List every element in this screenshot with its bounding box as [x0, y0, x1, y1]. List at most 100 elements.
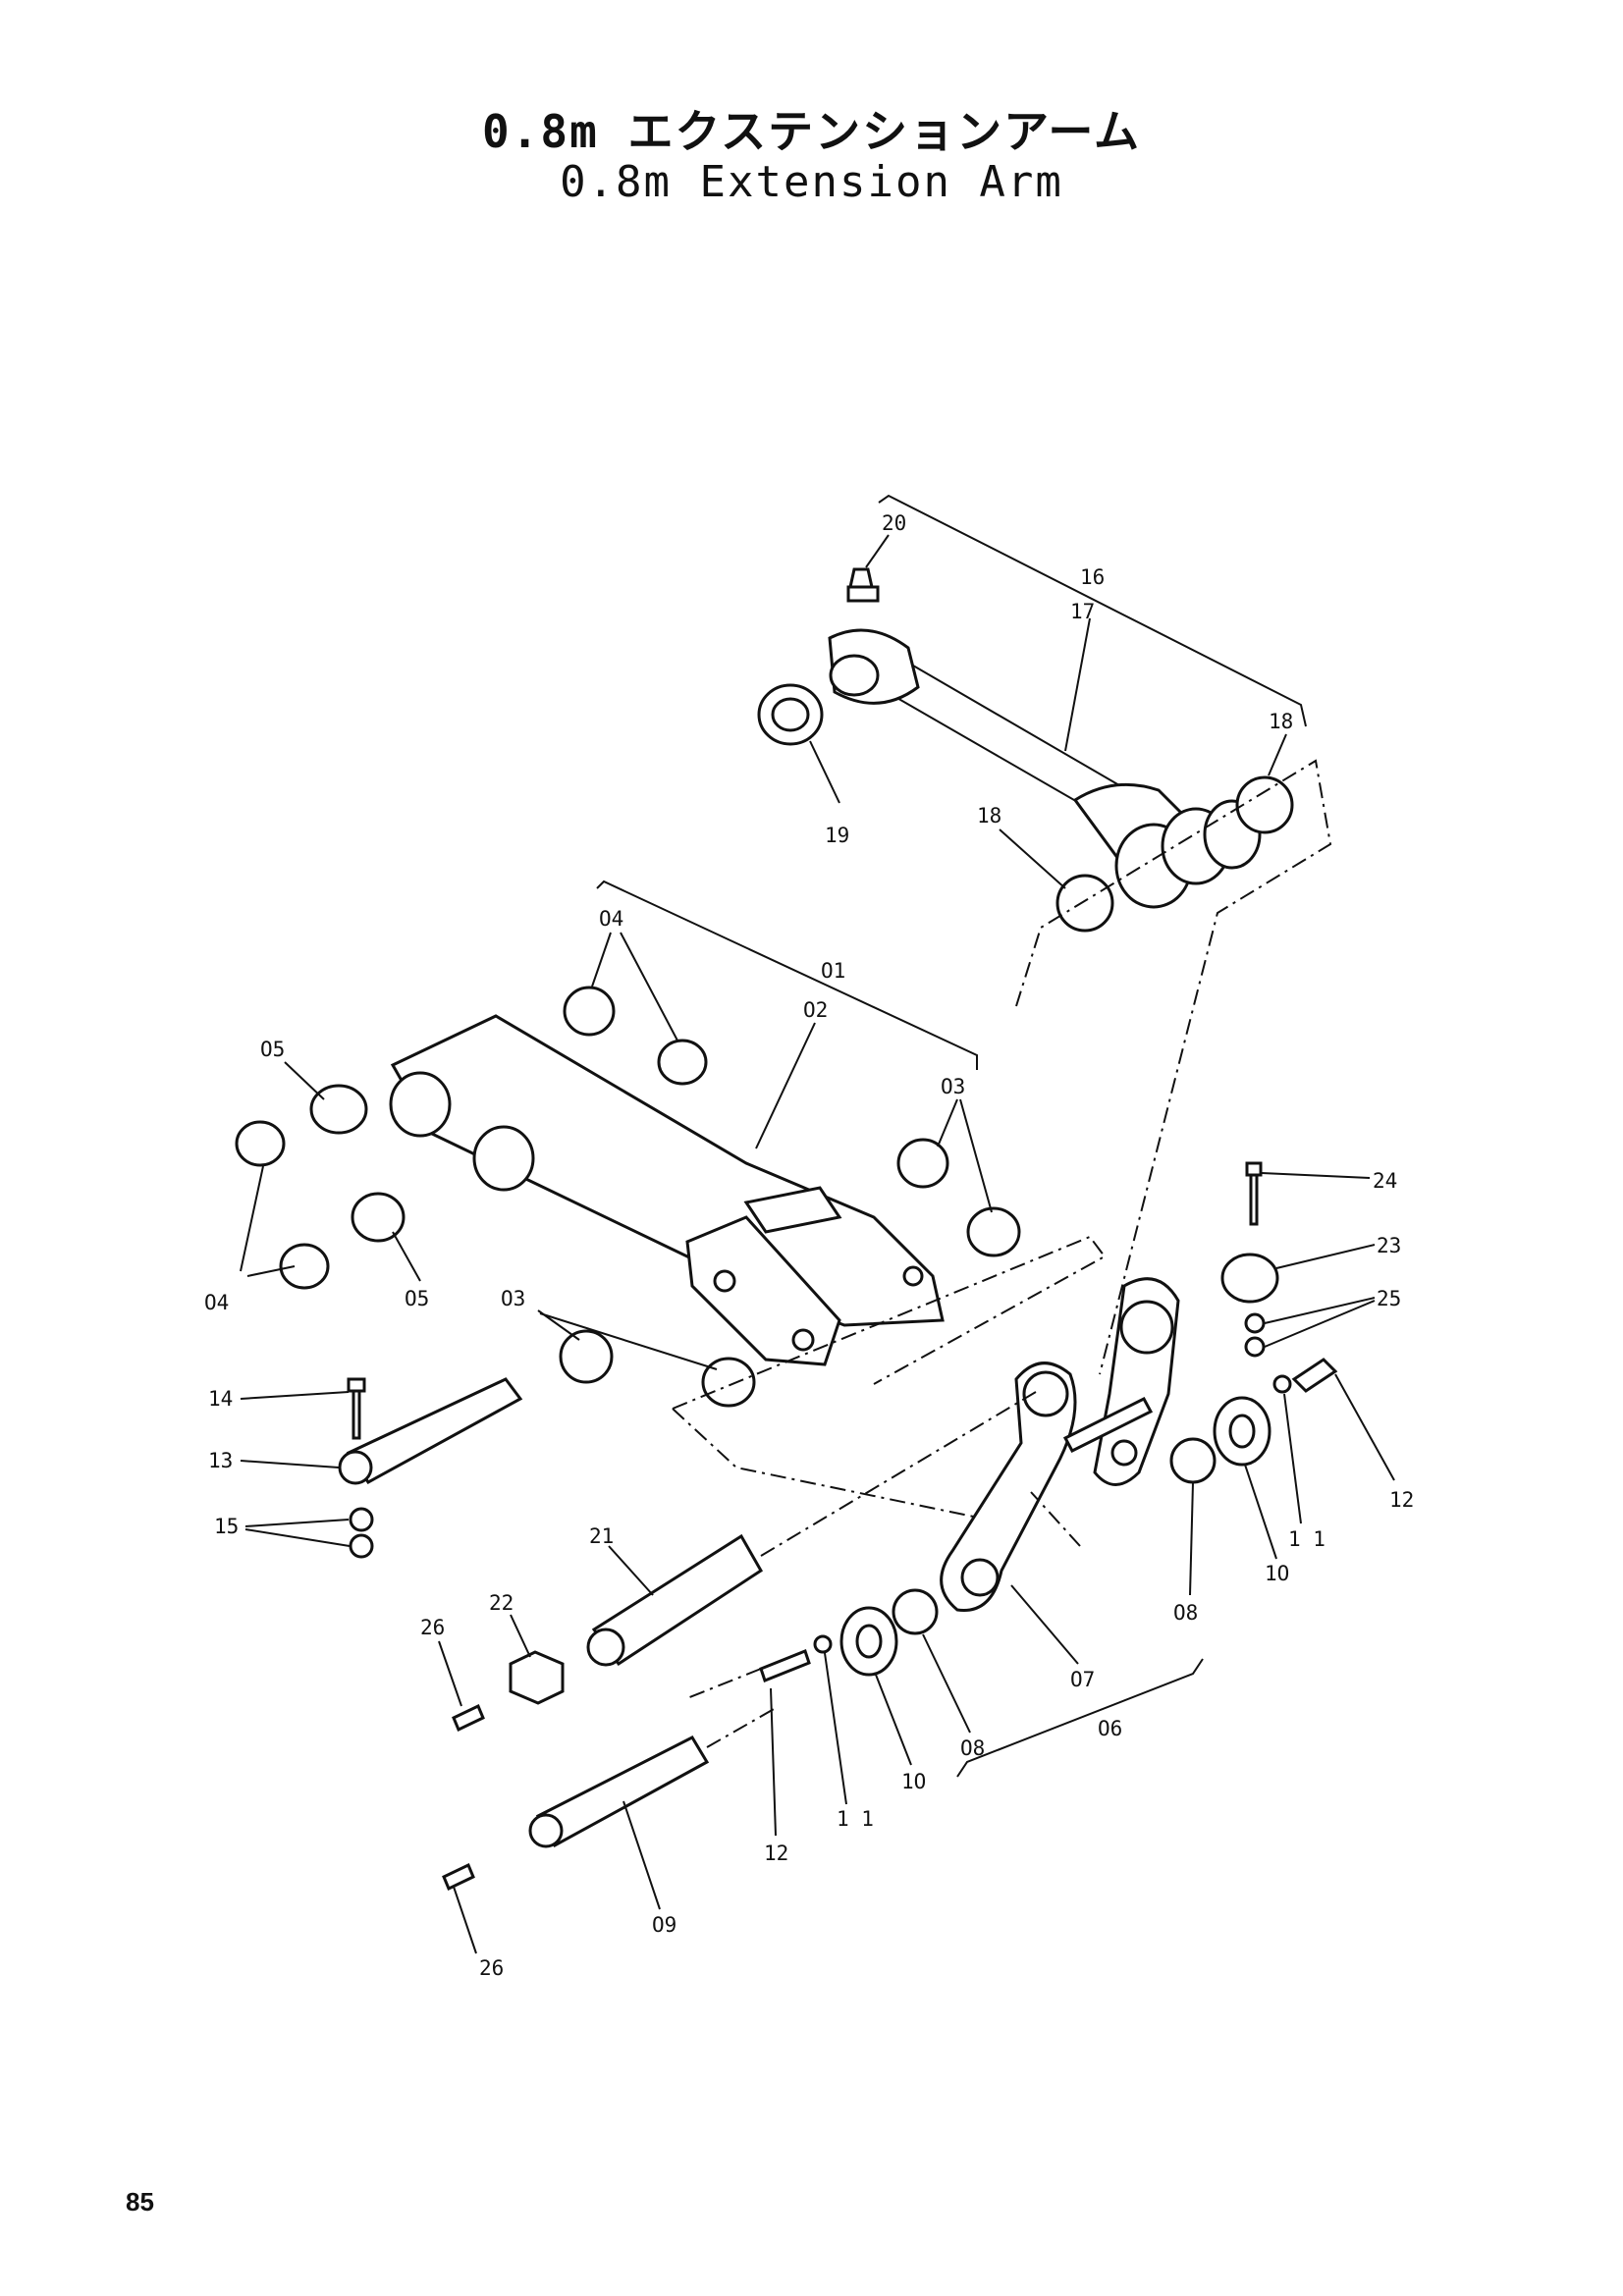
arm-pad	[743, 1186, 842, 1234]
callout-18-right: 18	[1269, 710, 1293, 733]
leader-25-a	[1264, 1297, 1376, 1324]
link-plate-right-eye	[1119, 1300, 1174, 1355]
callout-01: O1	[821, 959, 845, 983]
leader-02	[755, 1022, 816, 1149]
callout-08-right: O8	[1173, 1601, 1198, 1625]
leader-18-right	[1268, 733, 1287, 776]
rod-17	[894, 665, 1120, 816]
bushing-03-left-b	[701, 1357, 756, 1408]
callout-16: 16	[1080, 565, 1105, 589]
leader-17	[1064, 617, 1091, 752]
leader-09	[622, 1800, 661, 1910]
callout-03-right: O3	[941, 1075, 965, 1098]
callout-11-left: 1 1	[837, 1807, 874, 1831]
bushing-04-left-lower	[279, 1243, 330, 1290]
callout-17: 17	[1070, 600, 1095, 623]
bushing-04-top-a	[563, 986, 616, 1037]
grease-fitting-20	[846, 567, 880, 603]
callout-23: 23	[1377, 1234, 1401, 1257]
leader-08-left	[922, 1633, 971, 1734]
centerline-pins	[706, 1388, 1042, 1748]
leader-11-right	[1283, 1393, 1302, 1524]
nut-15-lower	[349, 1533, 374, 1559]
bushing-05-upper	[309, 1084, 368, 1135]
link-07	[940, 1362, 1077, 1612]
arm-plate	[685, 1215, 841, 1366]
arm-boss-middle	[472, 1125, 535, 1192]
title-japanese: 0.8m エクステンションアーム	[482, 105, 1141, 158]
washer-11-right	[1272, 1374, 1292, 1394]
pin-09	[535, 1735, 710, 1848]
nut-22	[509, 1650, 565, 1705]
pins-and-fittings	[442, 1388, 1042, 1892]
leader-03-right-a	[937, 1098, 958, 1148]
leader-24	[1261, 1172, 1371, 1179]
bushing-03-right-a	[896, 1138, 949, 1189]
title-english: 0.8m Extension Arm	[560, 157, 1063, 207]
callout-02: O2	[803, 998, 828, 1022]
leader-20	[865, 534, 890, 568]
bushing-04-left-upper	[235, 1120, 286, 1167]
callout-25: 25	[1377, 1287, 1401, 1310]
leader-13	[240, 1460, 340, 1468]
bolt-12-left	[759, 1649, 811, 1682]
arm-hole-b	[791, 1328, 815, 1352]
leader-lines	[240, 534, 1395, 1954]
centerline-link	[686, 1491, 1081, 1699]
nut-25-upper	[1244, 1312, 1266, 1334]
washer-11-left	[813, 1634, 833, 1654]
callout-03-left: O3	[501, 1287, 525, 1310]
callout-21: 21	[589, 1524, 614, 1548]
link-07-eye-bottom	[960, 1558, 1000, 1597]
pin-21-end	[586, 1628, 625, 1667]
callout-24: 24	[1373, 1169, 1397, 1193]
leader-04-left-b	[246, 1265, 296, 1277]
pin-13-set	[338, 1377, 1022, 1559]
leader-15-b	[244, 1528, 351, 1547]
bushing-05-lower	[351, 1192, 406, 1243]
callout-10-right: 1O	[1265, 1562, 1289, 1585]
grease-fitting-26-lower	[442, 1862, 475, 1892]
callout-04-left: O4	[204, 1291, 229, 1314]
callout-05-bottom: O5	[405, 1287, 429, 1310]
bushing-08-left	[892, 1588, 939, 1635]
callout-06: O6	[1098, 1717, 1122, 1740]
pin-13-end	[338, 1450, 373, 1485]
callout-10-left: 1O	[901, 1770, 926, 1793]
leader-12-left	[770, 1687, 777, 1837]
leader-23	[1275, 1244, 1376, 1269]
leader-22	[510, 1614, 531, 1658]
leader-15-a	[244, 1519, 350, 1527]
callout-26-lower: 26	[479, 1956, 504, 1980]
leader-03-left-b	[539, 1312, 718, 1370]
callout-12-left: 12	[764, 1842, 788, 1865]
pin-09-end	[528, 1813, 564, 1848]
callout-08-left: O8	[960, 1736, 985, 1760]
nut-25-lower	[1244, 1336, 1266, 1358]
pin-13	[346, 1377, 523, 1484]
callout-22: 22	[489, 1591, 514, 1615]
bushing-18-left	[1055, 874, 1114, 933]
collar-10-right-bore	[1228, 1414, 1256, 1449]
centerline-rod	[1015, 759, 1332, 1375]
leader-21	[608, 1545, 654, 1596]
callout-20: 20	[882, 511, 906, 535]
bolt-24	[1245, 1161, 1263, 1226]
collar-10-left-bore	[855, 1624, 883, 1659]
arm-beam	[390, 1014, 945, 1327]
bushing-08-right	[1169, 1437, 1217, 1484]
leader-26-lower	[453, 1886, 477, 1954]
callout-09: O9	[652, 1913, 676, 1937]
callout-26-upper: 26	[420, 1616, 445, 1639]
leader-18-left	[999, 828, 1066, 889]
callout-13: 13	[208, 1449, 233, 1472]
arm-hole-c	[902, 1265, 924, 1287]
callout-12-right: 12	[1389, 1488, 1414, 1512]
collar-23	[1220, 1253, 1279, 1304]
centerline-arm	[672, 1235, 1107, 1410]
callout-05-top: O5	[260, 1038, 285, 1061]
page-number: 85	[126, 2187, 154, 2216]
centerline-pin-13	[672, 1408, 1022, 1527]
callout-04-top: O4	[599, 907, 623, 931]
